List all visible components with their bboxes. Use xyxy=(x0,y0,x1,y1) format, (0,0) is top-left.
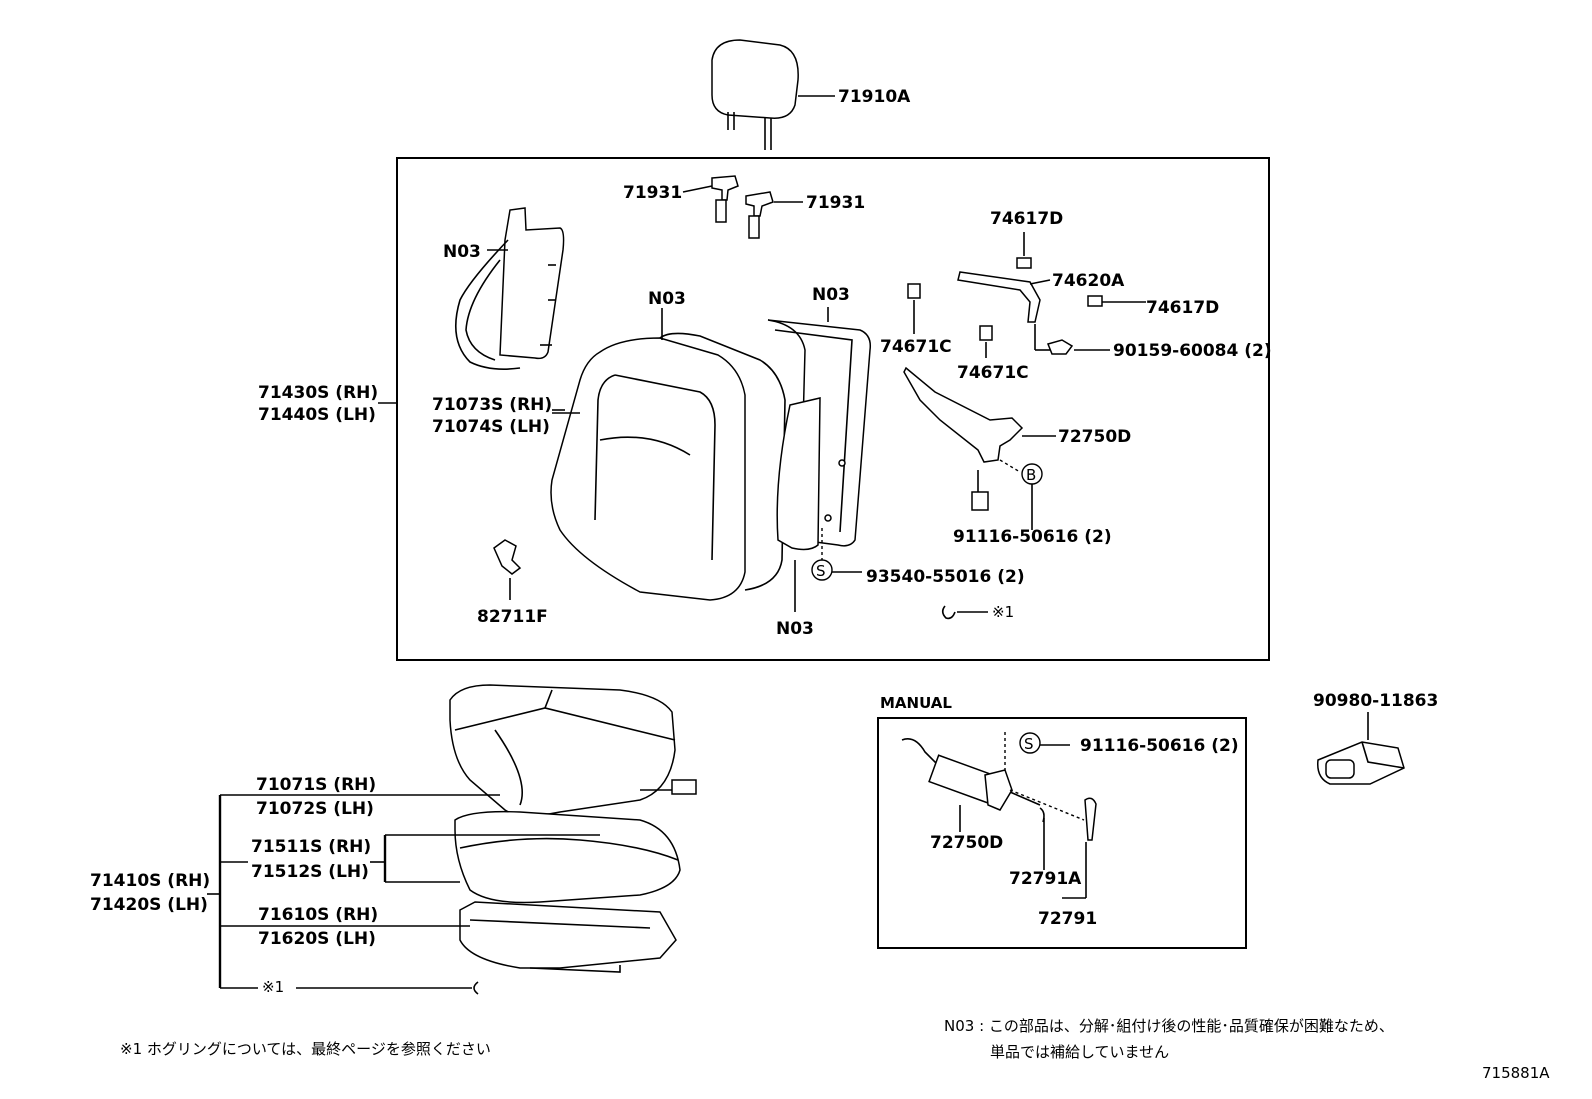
label-cushion-ring-mark: ※1 xyxy=(262,978,284,996)
manual-group-box xyxy=(877,717,1247,949)
seatback-group-box xyxy=(396,157,1270,661)
label-bracket: 74620A xyxy=(1052,271,1125,291)
label-clip-top: 74617D xyxy=(990,209,1063,229)
connector-drawing xyxy=(1317,741,1405,785)
manual-recliner-drawing xyxy=(901,732,1097,899)
label-n03-pad: N03 xyxy=(648,289,686,309)
headrest-support-drawings xyxy=(682,175,803,239)
circle-s-manual xyxy=(1019,732,1041,754)
bracket-clip-drawings xyxy=(907,232,1146,358)
recliner-drawing xyxy=(903,366,1056,511)
ring-symbol-icon xyxy=(941,605,956,620)
manual-title: MANUAL xyxy=(880,694,952,712)
label-screw-s: 93540-55016 (2) xyxy=(866,567,1025,587)
label-cushion-cover-rh: 71071S (RH) xyxy=(256,775,376,795)
label-manual-bolt: 91116-50616 (2) xyxy=(1080,736,1239,756)
label-bolt-b: 91116-50616 (2) xyxy=(953,527,1112,547)
seatback-frame-drawing xyxy=(767,307,872,612)
label-headrest: 71910A xyxy=(838,87,911,107)
label-n03-back: N03 xyxy=(812,285,850,305)
label-hog-ring: 82711F xyxy=(477,607,548,627)
circle-s-screw-letter: S xyxy=(816,562,826,580)
headrest-drawing xyxy=(711,39,835,150)
label-bolt-upper: 90159-60084 (2) xyxy=(1113,341,1272,361)
label-ring-note-mark: ※1 xyxy=(992,603,1014,621)
label-recliner: 72750D xyxy=(1058,427,1131,447)
label-cushion-frame-lh: 71620S (LH) xyxy=(258,929,376,949)
diagram-id: 715881A xyxy=(1482,1064,1550,1082)
label-cushion-frame-rh: 71610S (RH) xyxy=(258,905,378,925)
label-seat-assy-rh: 71410S (RH) xyxy=(90,871,210,891)
circle-s-manual-letter: S xyxy=(1024,735,1034,753)
label-support-right: 71931 xyxy=(806,193,865,213)
hog-ring-drawing xyxy=(493,539,522,600)
label-clip-mid-c: 74671C xyxy=(957,363,1029,383)
label-cushion-pad-rh: 71511S (RH) xyxy=(251,837,371,857)
label-connector: 90980-11863 xyxy=(1313,691,1438,711)
footnote-hog-ring: ※1 ホグリングについては、最終ページを参照ください xyxy=(120,1040,491,1058)
seatback-cover-drawing xyxy=(550,332,786,601)
label-cover-lh: 71074S (LH) xyxy=(432,417,550,437)
label-manual-recliner: 72750D xyxy=(930,833,1003,853)
label-cushion-cover-lh: 71072S (LH) xyxy=(256,799,374,819)
note-n03-line1: N03 : この部品は、分解･組付け後の性能･品質確保が困難なため、 xyxy=(944,1017,1394,1035)
label-n03-frame: N03 xyxy=(443,242,481,262)
label-knob-a: 72791A xyxy=(1009,869,1082,889)
cushion-leader-lines xyxy=(207,794,600,995)
label-clip-right: 74617D xyxy=(1146,298,1219,318)
side-frame-drawing xyxy=(454,207,565,370)
label-back-assy-rh: 71430S (RH) xyxy=(258,383,378,403)
circle-b-letter: B xyxy=(1026,466,1036,484)
label-cushion-pad-lh: 71512S (LH) xyxy=(251,862,369,882)
label-n03-bottom: N03 xyxy=(776,619,814,639)
label-back-assy-lh: 71440S (LH) xyxy=(258,405,376,425)
seat-cushion-drawing xyxy=(449,684,697,973)
label-seat-assy-lh: 71420S (LH) xyxy=(90,895,208,915)
note-n03-line2: 単品では補給していません xyxy=(990,1043,1169,1061)
label-clip-left-c: 74671C xyxy=(880,337,952,357)
label-support-left: 71931 xyxy=(623,183,682,203)
label-cover-rh: 71073S (RH) xyxy=(432,395,552,415)
label-knob: 72791 xyxy=(1038,909,1097,929)
